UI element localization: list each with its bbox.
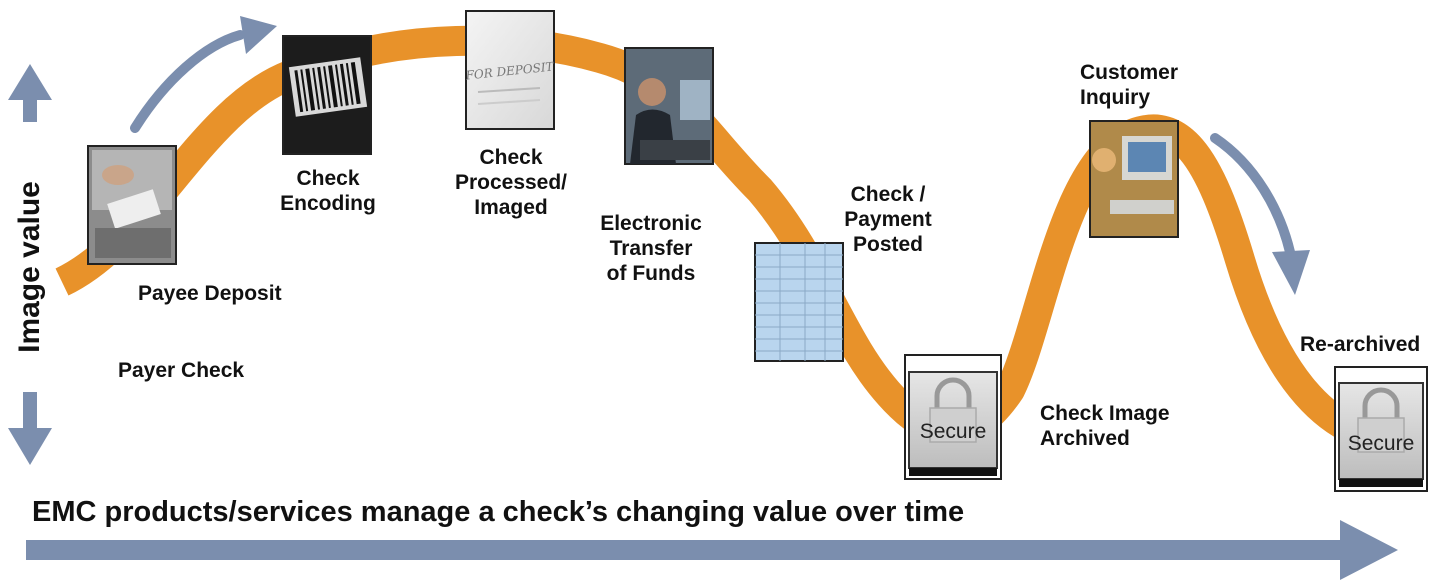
falling-arrow-head-icon	[1272, 250, 1310, 295]
value-curve	[55, 25, 1401, 455]
y-axis-arrows-icon	[8, 64, 52, 465]
secure-lock-icon: Secure	[904, 354, 1002, 480]
secure-lock-icon: Secure	[1334, 366, 1428, 492]
barcode-photo-icon	[282, 35, 372, 155]
step-label-payee-deposit: Payee Deposit	[138, 282, 282, 305]
office-worker-photo-icon	[624, 47, 714, 165]
deposit-photo-icon	[87, 145, 177, 265]
computer-user-photo-icon	[1089, 120, 1179, 238]
y-axis-label: Image value	[13, 181, 46, 353]
secure-badge-text: Secure	[920, 420, 987, 443]
falling-arrow-icon	[1210, 133, 1295, 257]
rising-arrow-icon	[130, 30, 245, 133]
time-arrow-icon	[26, 520, 1398, 580]
step-label-check-processed: Check Processed/ Imaged	[454, 146, 568, 219]
rising-arrow-head-icon	[240, 16, 277, 54]
step-label-payer-check: Payer Check	[118, 359, 245, 382]
step-label-payment-posted: Check / Payment Posted	[844, 183, 932, 256]
step-label-re-archived: Re-archived	[1300, 333, 1421, 356]
secure-badge-text: Secure	[1348, 432, 1415, 455]
step-label-electronic-transfer: Electronic Transfer of Funds	[600, 212, 702, 285]
step-label-customer-inquiry: Customer Inquiry	[1080, 61, 1179, 109]
spreadsheet-icon	[754, 242, 844, 362]
step-label-check-encoding: Check Encoding	[280, 167, 376, 215]
for-deposit-photo-icon: FOR DEPOSIT	[464, 10, 555, 130]
diagram-caption: EMC products/services manage a check’s c…	[32, 496, 965, 528]
step-label-image-archived: Check Image Archived	[1040, 402, 1170, 450]
